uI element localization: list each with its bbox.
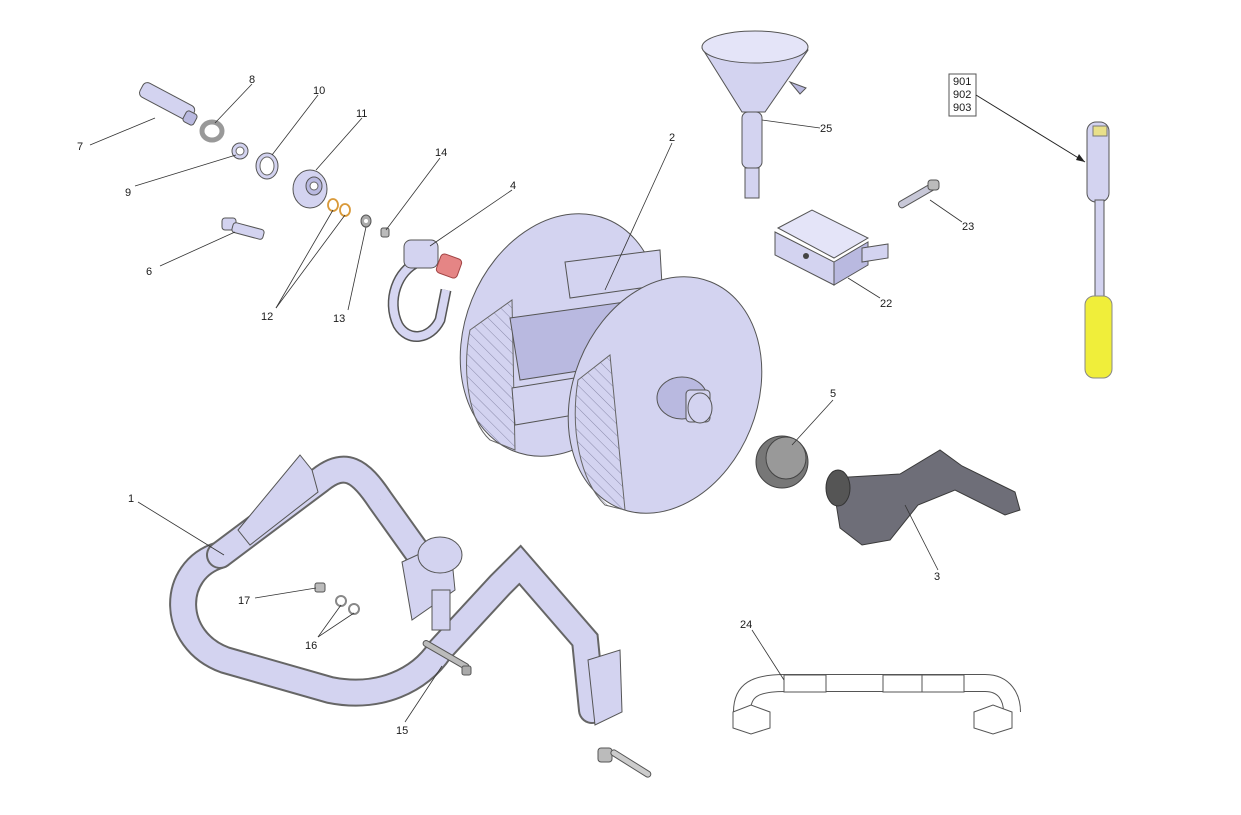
callout-25: 25	[820, 123, 832, 135]
callout-15: 15	[396, 725, 408, 737]
callout-23: 23	[962, 221, 974, 233]
callout-8: 8	[249, 74, 255, 86]
part-1-frame	[169, 454, 623, 726]
part-pin	[597, 747, 652, 778]
callout-6: 6	[146, 266, 152, 278]
part-12-o-rings	[327, 198, 351, 217]
callout-14: 14	[435, 147, 447, 159]
callout-5: 5	[830, 388, 836, 400]
part-6-pin	[221, 217, 265, 240]
part-13-washer	[360, 214, 372, 228]
part-17-nut	[314, 582, 326, 593]
callout-17: 17	[238, 595, 250, 607]
callout-9: 9	[125, 187, 131, 199]
part-14-screw	[380, 227, 390, 238]
part-901-spray-lance	[1084, 121, 1113, 379]
callout-22: 22	[880, 298, 892, 310]
part-11-flange	[292, 169, 328, 209]
callout-labels: 7 8 9 10 11 14 4 2 6 12 13 25 23 22 5 3 …	[77, 74, 974, 737]
callout-24: 24	[740, 619, 752, 631]
part-7-fitting	[139, 82, 198, 126]
part-16-washers	[335, 595, 360, 615]
callout-2: 2	[669, 132, 675, 144]
part-3-crank-handle	[825, 449, 1021, 546]
callout-13: 13	[333, 313, 345, 325]
part-5-sleeve	[755, 435, 809, 489]
kit-box-903: 903	[953, 102, 971, 114]
callout-4: 4	[510, 180, 516, 192]
kit-box-902: 902	[953, 89, 971, 101]
callout-11: 11	[356, 108, 367, 120]
kit-box: 901 902 903	[948, 73, 1086, 163]
callout-10: 10	[313, 85, 325, 97]
part-10-sleeve	[255, 152, 279, 180]
leader-lines	[89, 83, 963, 723]
part-15-bolt	[422, 640, 472, 676]
callout-12: 12	[261, 311, 273, 323]
part-22-bracket	[774, 209, 889, 286]
callout-3: 3	[934, 571, 940, 583]
part-2-hose-reel	[459, 213, 763, 514]
kit-box-901: 901	[953, 76, 971, 88]
part-25-funnel	[701, 30, 809, 199]
part-9-nut	[231, 142, 249, 160]
part-4-swivel-hose	[387, 239, 463, 342]
callout-7: 7	[77, 141, 83, 153]
callout-1: 1	[128, 493, 134, 505]
part-23-bolt	[897, 179, 940, 209]
part-8-washer	[199, 119, 225, 143]
callout-16: 16	[305, 640, 317, 652]
part-24-hose	[732, 674, 1021, 735]
